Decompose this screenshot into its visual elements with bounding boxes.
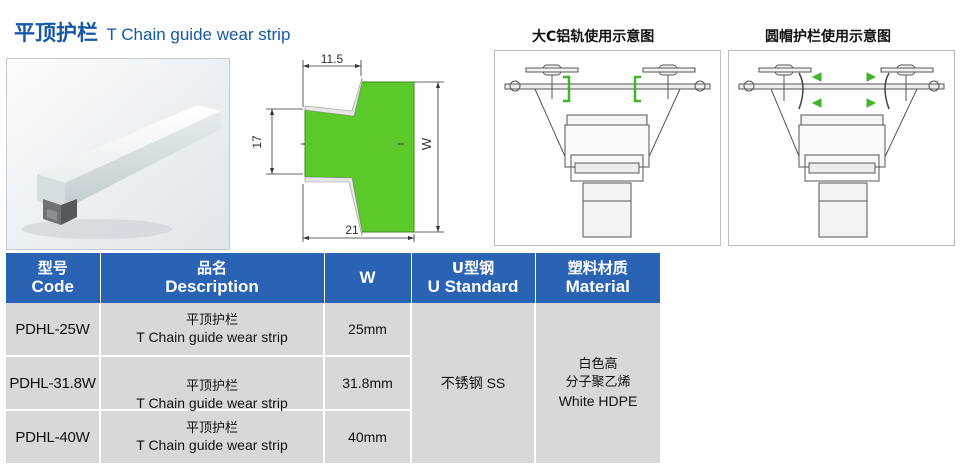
title-cn: 平顶护栏 [14,21,98,45]
table-header-row: 型号 Code 品名 Description W U型钢 U Standard … [6,253,660,303]
round-cap-guide-diagram [738,64,945,238]
profile-svg: 11.5 17 W 21 [250,52,444,242]
product-photo [6,58,230,250]
table-row: PDHL-25W 平顶护栏 T Chain guide wear strip 2… [6,303,660,465]
header-code: 型号 Code [6,253,101,303]
diagram-large-c-rail [494,50,721,246]
cell-description: 平顶护栏 T Chain guide wear strip [100,356,325,411]
header-description: 品名 Description [100,253,325,303]
diagram-round-cap-guide [728,50,955,246]
cell-description: 平顶护栏 T Chain guide wear strip [100,303,325,357]
header-w: W [324,253,412,303]
diagram1-title: 大C铝轨使用示意图 [532,29,655,45]
profile-green-body [304,81,415,233]
cell-code: PDHL-31.8W [6,356,101,411]
dim-top-label: 11.5 [321,52,344,66]
profile-drawing: 11.5 17 W 21 [248,52,460,247]
large-c-rail-diagram [504,64,711,238]
dim-right-label: W [419,137,434,150]
page-title: 平顶护栏 T Chain guide wear strip [14,18,290,51]
diagram2-title: 圆帽护栏使用示意图 [765,29,891,45]
table-row: PDHL-31.8W 平顶护栏 T Chain guide wear strip… [6,356,660,411]
title-en: T Chain guide wear strip [106,25,291,44]
dim-bottom-label: 21 [345,223,359,237]
cell-description: 平顶护栏 T Chain guide wear strip [100,410,325,465]
cell-w: 25mm [324,303,412,357]
wear-strip-photo-image [7,59,229,249]
cell-material: 白色高 分子聚乙烯 White HDPE [535,303,660,465]
table-row: PDHL-40W 平顶护栏 T Chain guide wear strip 4… [6,410,660,465]
header-u-standard: U型钢 U Standard [411,253,536,303]
cell-code: PDHL-25W [6,303,101,357]
cell-w: 31.8mm [324,356,412,411]
cell-code: PDHL-40W [6,410,101,465]
cell-w: 40mm [324,410,412,465]
header-material: 塑料材质 Material [535,253,660,303]
spec-table: 型号 Code 品名 Description W U型钢 U Standard … [6,253,660,465]
cell-u-standard: 不锈钢 SS [411,303,536,465]
dim-left-label: 17 [250,135,264,149]
